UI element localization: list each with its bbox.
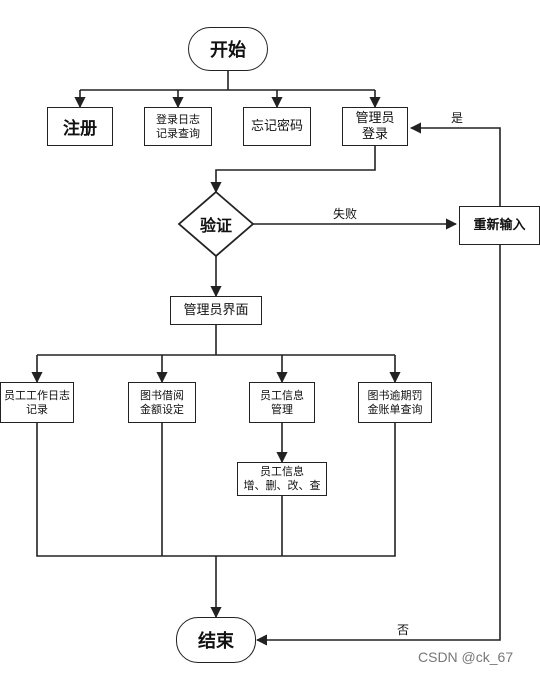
verify-label: 验证: [199, 216, 232, 235]
staff-worklog-node: 员工工作日志 记录: [0, 382, 74, 423]
admin-ui-node: 管理员界面: [170, 296, 262, 325]
watermark: CSDN @ck_67: [418, 649, 514, 665]
end-node: 结束: [176, 617, 256, 663]
verify-diamond: [177, 190, 255, 258]
start-node: 开始: [188, 27, 268, 71]
staff-info-crud-node: 员工信息 增、删、改、查: [237, 462, 327, 496]
login-log-query-node: 登录日志 记录查询: [144, 107, 212, 146]
forgot-password-node: 忘记密码: [243, 107, 311, 146]
edge-no: [255, 245, 501, 646]
edge-label-yes: 是: [451, 111, 464, 125]
edge-start-bus: [80, 70, 375, 91]
register-node: 注册: [47, 107, 113, 146]
staff-info-mgmt-node: 员工信息 管理: [249, 382, 315, 423]
overdue-fine-node: 图书逾期罚 金账单查询: [358, 382, 432, 423]
borrow-amount-node: 图书借阅 金额设定: [128, 382, 196, 423]
edge-label-no: 否: [397, 623, 410, 637]
admin-login-node: 管理员 登录: [342, 107, 408, 146]
edge-login-to-verify: [210, 146, 376, 194]
edge-yes: [409, 122, 501, 206]
edge-label-fail: 失败: [333, 207, 358, 221]
edge-end-bus: [36, 423, 396, 557]
reenter-node: 重新输入: [459, 206, 540, 245]
edge-ui-bus: [37, 325, 395, 356]
